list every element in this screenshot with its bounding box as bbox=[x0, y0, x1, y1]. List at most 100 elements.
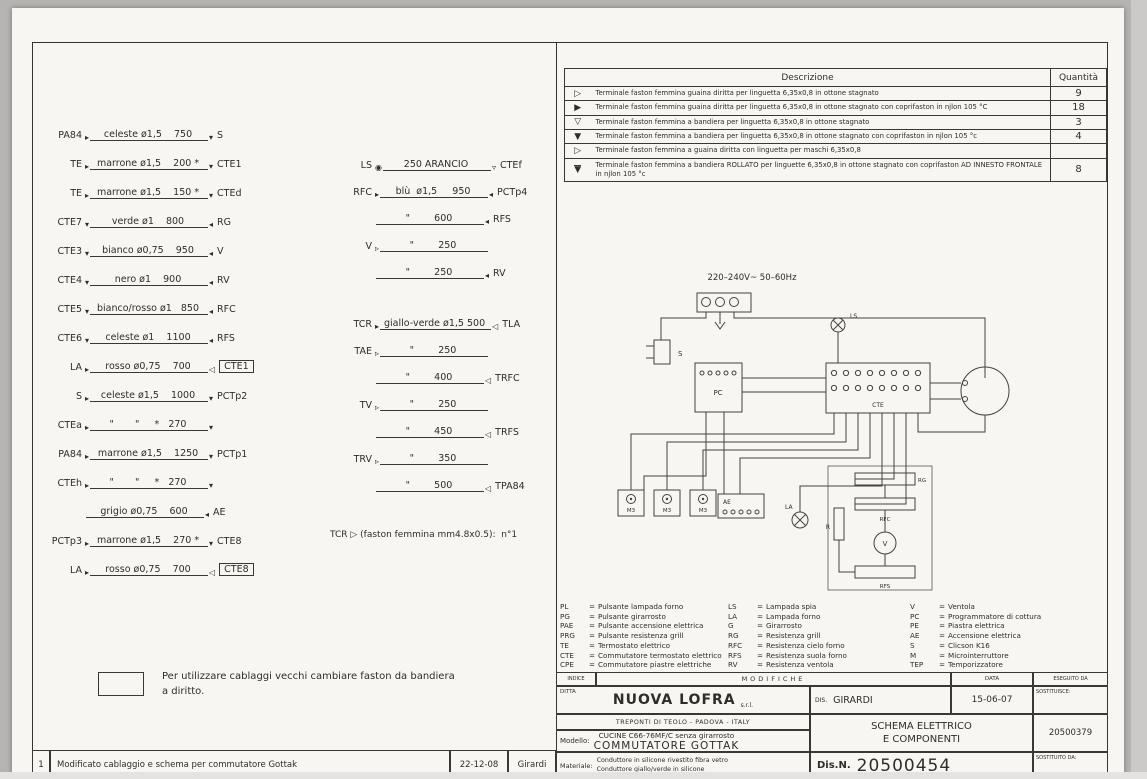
drawing-title: SCHEMA ELETTRICO E COMPONENTI bbox=[810, 714, 1033, 752]
m3-label: M3 bbox=[663, 508, 672, 514]
legend-key: PC bbox=[910, 611, 920, 621]
wire-start-arrow-icon: ▸ bbox=[85, 452, 90, 461]
wire-start-arrow-icon: ▾ bbox=[85, 220, 90, 229]
wire-spec: nero ø1 900 bbox=[90, 274, 209, 286]
legend-item: RFC=Resistenza cielo forno bbox=[728, 641, 910, 651]
note-text: Per utilizzare cablaggi vecchi cambiare … bbox=[162, 671, 455, 697]
wire-end-arrow-icon: ◂ bbox=[485, 217, 490, 226]
wire-from-label: CTE4 bbox=[57, 275, 82, 286]
material-line1: Conduttore in silicone rivestito fibra v… bbox=[596, 756, 728, 764]
legend-value: Termostato elettrico bbox=[598, 640, 671, 650]
wire-from-label: LS bbox=[360, 160, 372, 171]
wire-spec: " 250 bbox=[376, 267, 484, 279]
wire-spec: " 400 bbox=[376, 372, 484, 384]
legend-key: G bbox=[728, 621, 734, 631]
wire-row: grigio ø0,75 600◂AE bbox=[40, 489, 320, 519]
m3-label: M3 bbox=[699, 508, 708, 514]
tcr-note: TCR ▷ (faston femmina mm4.8x0.5): n°1 bbox=[330, 530, 518, 540]
wire-start-arrow-icon: ▸ bbox=[85, 568, 90, 577]
wire-spec: marrone ø1,5 200 * bbox=[90, 158, 209, 170]
wire-start-arrow-icon: ▹ bbox=[375, 457, 380, 466]
parts-row: ▷Terminale faston femmina a guaina dirit… bbox=[564, 143, 1107, 159]
programmer-pc bbox=[694, 362, 743, 413]
wire-start-arrow-icon: ▾ bbox=[85, 278, 90, 287]
wire-end-arrow-icon: ◂ bbox=[489, 190, 494, 199]
wire-end-arrow-icon: ▾ bbox=[209, 539, 214, 548]
materiale-label: Materiale: bbox=[560, 761, 593, 770]
title-block: INDICE MODIFICHE DATA ESEGUITO DA DITTA … bbox=[556, 672, 1108, 779]
legend-equals: = bbox=[938, 602, 946, 611]
wire-from-label: LA bbox=[69, 565, 82, 576]
wire-start-arrow-icon: ▸ bbox=[85, 539, 90, 548]
timer-dial bbox=[960, 366, 1010, 416]
wire-from-label: S bbox=[75, 391, 82, 402]
pc-label: PC bbox=[713, 389, 722, 397]
data-header: DATA bbox=[951, 672, 1033, 686]
legend-value: Pulsante lampada forno bbox=[598, 602, 684, 611]
heating-elements-cluster: RG RFC V RFS R bbox=[826, 465, 933, 591]
legend-equals: = bbox=[588, 660, 596, 670]
wire-to-label: TRFC bbox=[495, 373, 520, 384]
dis-label: DIS. bbox=[815, 696, 828, 704]
horizontal-scrollbar[interactable] bbox=[0, 772, 1147, 779]
wire-row: CTEa▸" " * 270▾ bbox=[40, 402, 320, 432]
wire-start-arrow-icon: ▸ bbox=[85, 365, 90, 374]
wire-start-arrow-icon: ▸ bbox=[85, 423, 90, 432]
wire-spec: " 350 bbox=[380, 453, 489, 465]
company-srl: s.r.l. bbox=[740, 702, 754, 709]
wire-start-arrow-icon: ▸ bbox=[85, 162, 90, 171]
wire-start-arrow-icon: ▾ bbox=[85, 336, 90, 345]
wire-to-label: TLA bbox=[502, 319, 521, 330]
circuit-diagram: 220–240V~ 50–60Hz bbox=[617, 273, 1010, 591]
legend-key: RFS bbox=[728, 650, 742, 660]
wire-from-label: CTE7 bbox=[57, 217, 82, 228]
wire-row: V▹" 250 bbox=[330, 225, 552, 253]
wire-from-label: CTEh bbox=[57, 478, 82, 489]
wire-end-arrow-icon: ◂ bbox=[485, 271, 490, 280]
parts-row: ▼Terminale faston femmina a bandiera ROL… bbox=[564, 157, 1107, 183]
terminal-icon: ▼ bbox=[574, 164, 582, 175]
parts-description: Terminale faston femmina guaina diritta … bbox=[590, 85, 1051, 102]
legend-equals: = bbox=[756, 640, 764, 650]
wire-from-label: CTE3 bbox=[57, 246, 82, 257]
wire-row: CTE3▾bianco ø0,75 950◂V bbox=[40, 228, 320, 258]
wire-from-label: PCTp3 bbox=[51, 536, 82, 547]
wire-from-label: LA bbox=[69, 362, 82, 373]
wire-row: " 600◂RFS bbox=[330, 198, 552, 226]
wire-to-label: RV bbox=[217, 275, 230, 286]
wire-from-label: V bbox=[365, 241, 373, 252]
wire-row: PA84▸marrone ø1,5 1250▾PCTp1 bbox=[40, 431, 320, 461]
legend-equals: = bbox=[756, 602, 764, 611]
legend-key: M bbox=[910, 650, 917, 660]
parts-header-desc: Descrizione bbox=[564, 68, 1051, 87]
wire-from-label: CTE5 bbox=[57, 304, 82, 315]
wire-spec: " 250 bbox=[380, 399, 489, 411]
wire-spec: 250 ARANCIO bbox=[382, 159, 491, 171]
legend-equals: = bbox=[588, 611, 596, 621]
legend-key: RV bbox=[728, 660, 738, 670]
legend-equals: = bbox=[588, 640, 596, 650]
wire-start-arrow-icon: ▹ bbox=[375, 403, 380, 412]
sostituisce-number: 20500379 bbox=[1033, 714, 1108, 752]
legend-item: TEP=Temporizzatore bbox=[910, 660, 1109, 670]
wire-start-arrow-icon: ▸ bbox=[375, 322, 380, 331]
legend-key: S bbox=[910, 640, 915, 650]
legend-equals: = bbox=[938, 631, 946, 641]
legend-key: PAE bbox=[560, 621, 574, 631]
wire-row: CTE5▾bianco/rosso ø1 850◂RFC bbox=[40, 286, 320, 316]
wire-end-arrow-icon: ▾ bbox=[209, 394, 214, 403]
wire-row: RFC▸blù ø1,5 950◂PCTp4 bbox=[330, 171, 552, 199]
wire-row: PA84▸celeste ø1,5 750▾S bbox=[40, 112, 320, 142]
model-line2: COMMUTATORE GOTTAK bbox=[593, 739, 740, 752]
designer-cell: DIS. GIRARDI bbox=[810, 686, 951, 714]
legend-value: Resistenza suola forno bbox=[766, 650, 847, 660]
wire-row: " 450◁TRFS bbox=[330, 411, 552, 439]
legend-item: S=Clicson K16 bbox=[910, 641, 1109, 651]
legend-item: CPE=Commutatore piastre elettriche bbox=[560, 660, 728, 670]
legend-equals: = bbox=[938, 621, 946, 631]
legend-item: PC=Programmatore di cottura bbox=[910, 612, 1109, 622]
wire-row: PCTp3▸marrone ø1,5 270 *▾CTE8 bbox=[40, 518, 320, 548]
legend-value: Commutatore piastre elettriche bbox=[598, 660, 712, 670]
wire-spec: " 250 bbox=[380, 345, 489, 357]
